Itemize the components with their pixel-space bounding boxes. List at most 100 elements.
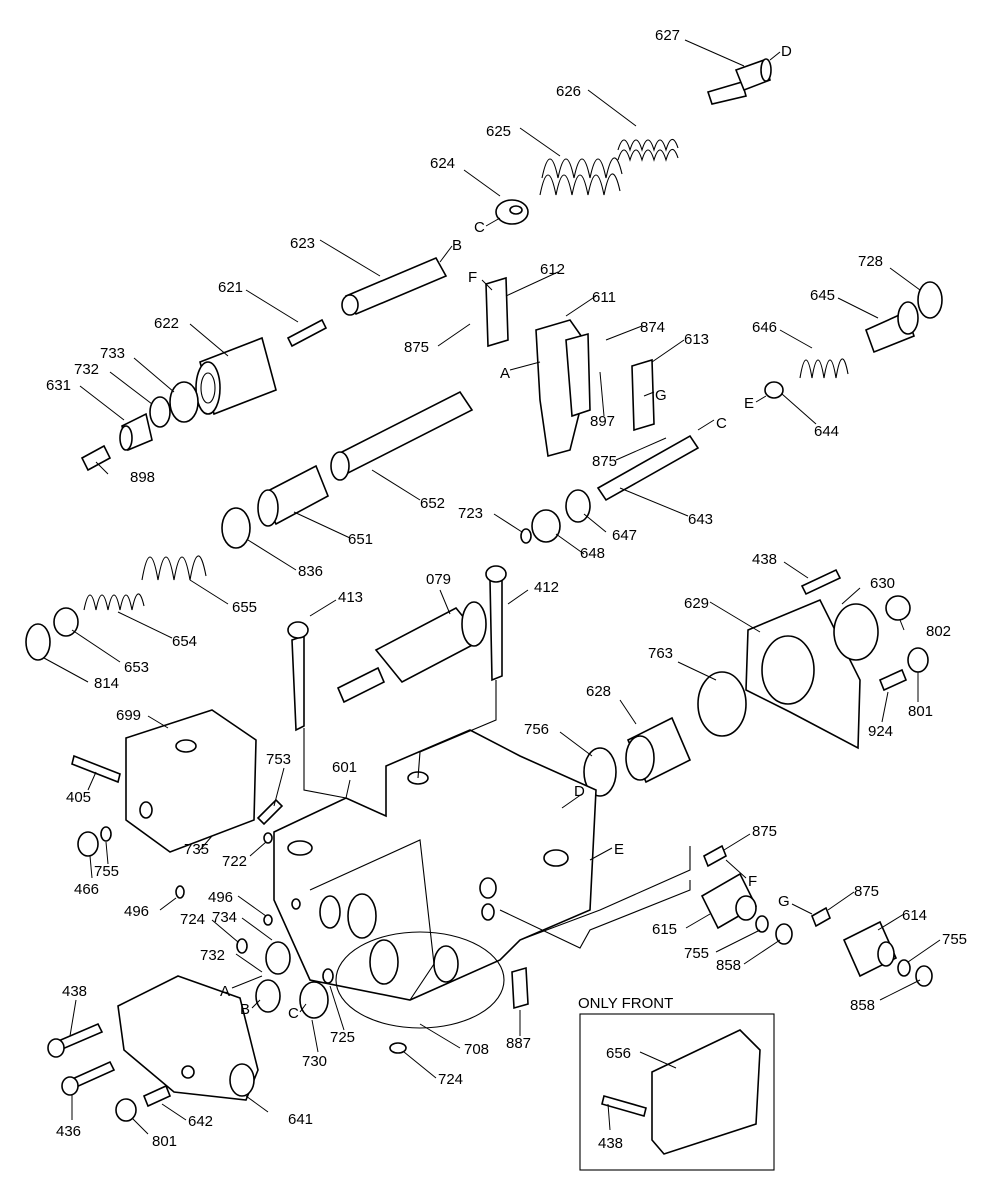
label-614: 614: [902, 907, 927, 924]
part-623-spool: [341, 256, 448, 316]
part-753-pin: [256, 798, 284, 826]
part-875-pin-f: [702, 844, 728, 868]
part-628-plug: [625, 716, 692, 784]
part-orings-left: [175, 832, 407, 1054]
part-648-seat: [531, 509, 561, 543]
label-756: 756: [524, 721, 549, 738]
part-763-oring: [697, 671, 747, 737]
part-755-oring-left: [100, 826, 112, 842]
part-627-plug: [706, 58, 772, 105]
label-755-c: 755: [942, 931, 967, 948]
label-875-a: 875: [404, 339, 429, 356]
label-611: 611: [592, 289, 616, 306]
label-641: 641: [288, 1111, 313, 1128]
label-438-c: 438: [598, 1135, 623, 1152]
label-924: 924: [868, 723, 893, 740]
label-655: 655: [232, 599, 257, 616]
label-622: 622: [154, 315, 179, 332]
label-801-a: 801: [908, 703, 933, 720]
label-897: 897: [590, 413, 615, 430]
part-611-lever: [535, 319, 591, 458]
part-723-oring: [520, 528, 532, 544]
part-836-snap-ring: [221, 507, 251, 549]
label-732-a: 732: [74, 361, 99, 378]
part-625-spring: [539, 157, 623, 196]
label-858-a: 858: [716, 957, 741, 974]
part-646-spring: [799, 358, 849, 379]
part-630-nut: [833, 603, 879, 661]
label-725: 725: [330, 1029, 355, 1046]
label-629: 629: [684, 595, 709, 612]
part-405-bolt: [71, 754, 121, 784]
part-643-rod: [596, 434, 700, 502]
part-644-washer: [764, 381, 784, 399]
label-898: 898: [130, 469, 155, 486]
part-631-plug: [119, 412, 153, 452]
part-898-pin: [80, 444, 112, 472]
label-405: 405: [66, 789, 91, 806]
part-613-plate: [631, 358, 655, 432]
label-496-a: 496: [208, 889, 233, 906]
part-708-gasket: [335, 931, 505, 1029]
label-722: 722: [222, 853, 247, 870]
label-724-b: 724: [438, 1071, 463, 1088]
part-728-oring: [917, 281, 943, 319]
label-625: 625: [486, 123, 511, 140]
part-755-oring-mid: [755, 915, 769, 933]
label-814: 814: [94, 675, 119, 692]
part-732-oring: [149, 396, 171, 428]
part-labels: 627 D 626 625 624 C 623 B 612 F 621 611 …: [46, 27, 967, 1152]
label-E-top: E: [744, 395, 754, 412]
label-615: 615: [652, 921, 677, 938]
label-627: 627: [655, 27, 680, 44]
label-B-bottom: B: [240, 1001, 250, 1018]
part-924-stud: [878, 668, 908, 692]
label-F-mid: F: [748, 873, 757, 890]
label-496-b: 496: [124, 903, 149, 920]
label-624: 624: [430, 155, 455, 172]
label-732-b: 732: [200, 947, 225, 964]
label-875-b: 875: [592, 453, 617, 470]
label-699: 699: [116, 707, 141, 724]
label-753: 753: [266, 751, 291, 768]
part-438-bolt-top: [800, 568, 842, 596]
label-A-top: A: [500, 365, 510, 382]
part-858-ring-mid: [775, 923, 793, 945]
label-647: 647: [612, 527, 637, 544]
label-612: 612: [540, 261, 565, 278]
label-079: 079: [426, 571, 451, 588]
label-887: 887: [506, 1035, 531, 1052]
label-724-a: 724: [180, 911, 205, 928]
label-D-mid: D: [574, 783, 585, 800]
part-887-pin: [511, 966, 529, 1010]
label-621: 621: [218, 279, 243, 296]
label-E-mid: E: [614, 841, 624, 858]
label-466: 466: [74, 881, 99, 898]
part-641-cover: [117, 975, 259, 1101]
part-801-nut-bottom: [115, 1098, 137, 1122]
part-412-bolt: [485, 565, 507, 682]
inset-only-front: [579, 1013, 775, 1171]
part-814-snap-ring: [25, 623, 51, 661]
part-647-seat: [565, 489, 591, 523]
label-413: 413: [338, 589, 363, 606]
label-630: 630: [870, 575, 895, 592]
part-801-nut-right: [907, 647, 929, 673]
label-438-a: 438: [752, 551, 777, 568]
label-G-top: G: [655, 387, 667, 404]
label-652: 652: [420, 495, 445, 512]
label-642: 642: [188, 1113, 213, 1130]
part-653-washer: [53, 607, 79, 637]
label-C-mid: C: [716, 415, 727, 432]
label-412: 412: [534, 579, 559, 596]
label-F-top: F: [468, 269, 477, 286]
label-755-a: 755: [94, 863, 119, 880]
label-733: 733: [100, 345, 125, 362]
label-763: 763: [648, 645, 673, 662]
label-601: 601: [332, 759, 357, 776]
label-G-mid: G: [778, 893, 790, 910]
label-645: 645: [810, 287, 835, 304]
label-651: 651: [348, 531, 373, 548]
label-755-b: 755: [684, 945, 709, 962]
